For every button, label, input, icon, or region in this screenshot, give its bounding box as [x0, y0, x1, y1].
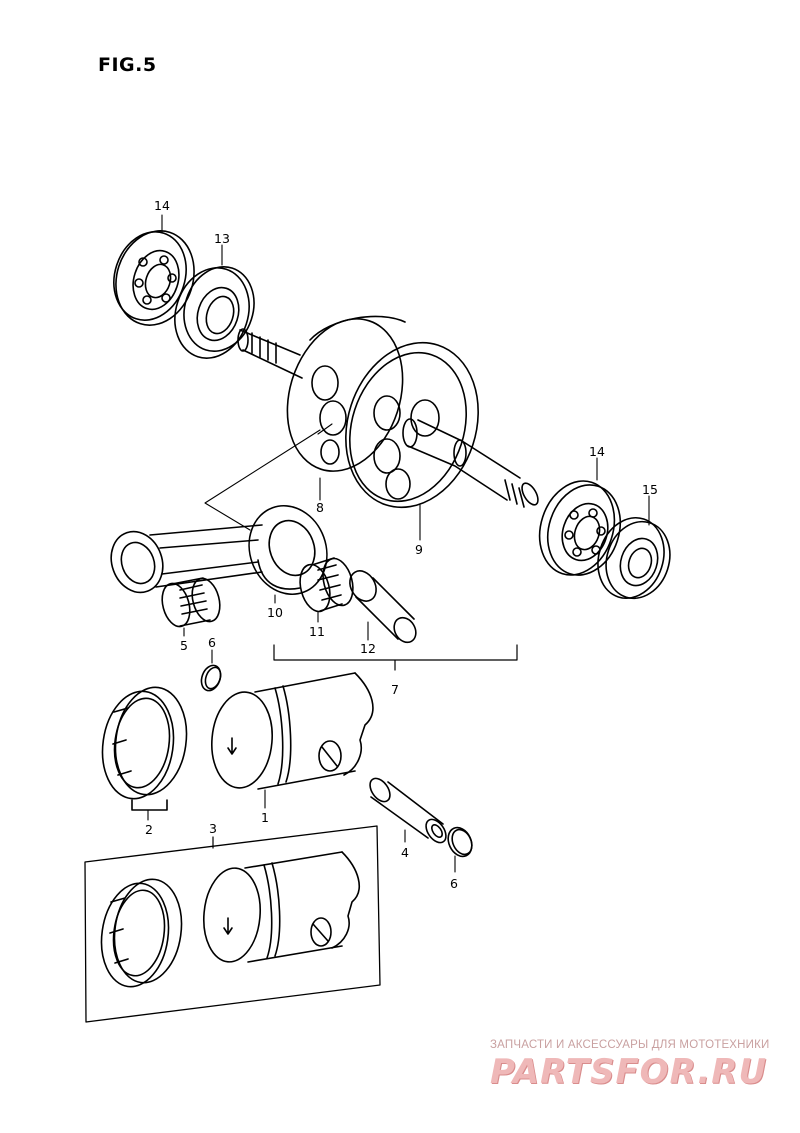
piston-set-3-box [84, 825, 381, 1023]
callout-9: 9 [415, 542, 423, 557]
assembly-bracket-7 [273, 644, 518, 671]
watermark-logo: PARTSFOR.RU [490, 1052, 768, 1092]
bearing-14-right [538, 480, 621, 576]
bearing-14-upper [113, 230, 195, 326]
assembly-guide-lines [204, 423, 333, 531]
callout-6-upper: 6 [208, 635, 216, 650]
piston-1 [211, 672, 374, 790]
crankshaft-left-stub [237, 328, 303, 379]
crank-pin-12 [349, 570, 417, 644]
piston-pin-4 [369, 777, 447, 844]
callout-14-right: 14 [589, 444, 605, 459]
crankshaft-right-shaft [402, 418, 539, 508]
callout-3: 3 [209, 821, 217, 836]
callout-10: 10 [267, 605, 283, 620]
callout-13: 13 [214, 231, 230, 246]
callout-leaders [147, 214, 650, 873]
callout-11: 11 [309, 624, 325, 639]
callout-6-lower: 6 [450, 876, 458, 891]
callout-7: 7 [391, 682, 399, 697]
callout-1: 1 [261, 810, 269, 825]
oil-seal-13 [174, 265, 255, 359]
callout-4: 4 [401, 845, 409, 860]
needle-bearing-5 [161, 577, 221, 628]
crank-flywheel-8 [286, 315, 406, 472]
callout-15: 15 [642, 482, 658, 497]
needle-bearing-11 [299, 557, 354, 613]
connecting-rod-10 [110, 504, 328, 596]
callout-5: 5 [180, 638, 188, 653]
circlip-6-upper [200, 664, 222, 692]
circlip-6-lower [447, 826, 473, 858]
callout-8: 8 [316, 500, 324, 515]
watermark-caption: ЗАПЧАСТИ И АКСЕССУАРЫ ДЛЯ МОТОТЕХНИКИ [490, 1039, 770, 1051]
figure-title: FIG.5 [98, 54, 157, 76]
oil-seal-15 [597, 516, 671, 600]
crank-flywheel-9 [345, 341, 479, 509]
callout-2: 2 [145, 822, 153, 837]
callout-14-upper: 14 [154, 198, 170, 213]
callout-12: 12 [360, 641, 376, 656]
piston-rings-2 [101, 686, 188, 811]
callout-numbers: 14 13 14 15 8 9 10 11 12 5 6 7 2 1 4 6 3 [145, 198, 658, 891]
